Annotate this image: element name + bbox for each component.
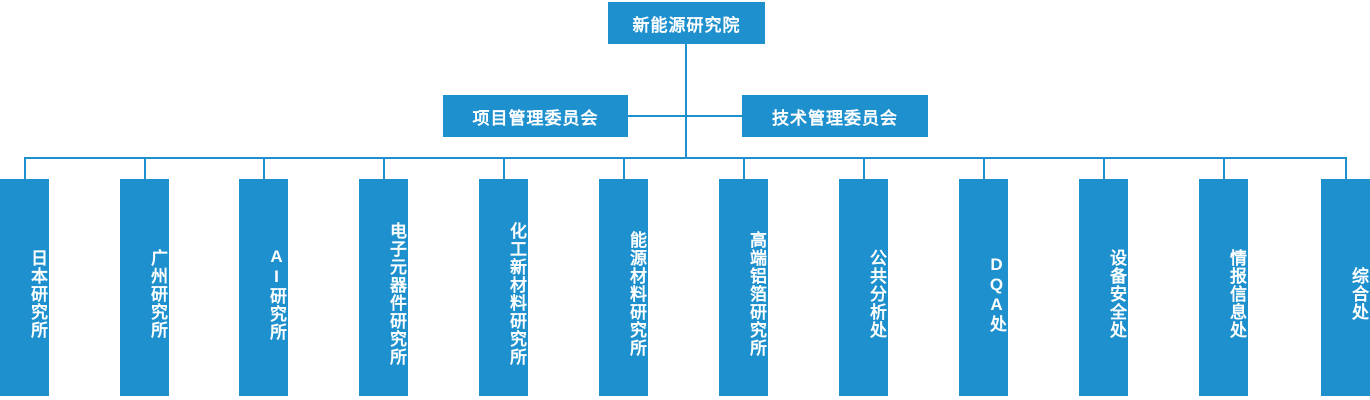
- connector-bottom-bus: [24, 157, 1347, 159]
- connector-drop-11: [1223, 157, 1225, 179]
- node-unit-label: 设备安全处: [1107, 248, 1126, 339]
- connector-drop-10: [1103, 157, 1105, 179]
- node-unit-label: 广州研究所: [148, 248, 167, 339]
- node-unit-label: 日本研究所: [28, 248, 47, 339]
- node-unit-public-analysis-department[interactable]: 公共分析处: [839, 179, 888, 396]
- node-committee-label: 项目管理委员会: [472, 108, 599, 128]
- node-unit-intelligence-information-department[interactable]: 情报信息处: [1199, 179, 1248, 396]
- node-unit-label: DQA处: [987, 254, 1006, 333]
- connector-drop-1: [24, 157, 26, 179]
- connector-root-trunk: [685, 44, 687, 159]
- connector-drop-7: [743, 157, 745, 179]
- node-unit-label: 化工新材料研究所: [507, 221, 526, 366]
- node-committee-technical-management[interactable]: 技术管理委员会: [742, 95, 928, 137]
- node-unit-chemical-new-materials-research-institute[interactable]: 化工新材料研究所: [479, 179, 528, 396]
- node-unit-label: 电子元器件研究所: [387, 221, 406, 366]
- node-root[interactable]: 新能源研究院: [608, 2, 765, 44]
- connector-drop-2: [144, 157, 146, 179]
- node-unit-ai-research-institute[interactable]: AI研究所: [239, 179, 288, 396]
- node-unit-label: 公共分析处: [867, 248, 886, 339]
- node-committee-project-management[interactable]: 项目管理委员会: [443, 95, 628, 137]
- node-unit-label: 综合处: [1349, 266, 1368, 321]
- node-unit-guangzhou-research-institute[interactable]: 广州研究所: [120, 179, 169, 396]
- connector-drop-3: [263, 157, 265, 179]
- connector-drop-4: [383, 157, 385, 179]
- node-root-label: 新能源研究院: [632, 15, 741, 35]
- connector-drop-6: [623, 157, 625, 179]
- node-unit-energy-materials-research-institute[interactable]: 能源材料研究所: [599, 179, 648, 396]
- connector-drop-5: [503, 157, 505, 179]
- node-unit-label: 情报信息处: [1227, 248, 1246, 339]
- connector-drop-9: [983, 157, 985, 179]
- node-committee-label: 技术管理委员会: [772, 108, 898, 128]
- node-unit-electronic-components-research-institute[interactable]: 电子元器件研究所: [359, 179, 408, 396]
- node-unit-label: 高端铝箔研究所: [747, 230, 766, 357]
- node-unit-japan-research-institute[interactable]: 日本研究所: [0, 179, 49, 396]
- node-unit-high-end-aluminum-foil-research-institute[interactable]: 高端铝箔研究所: [719, 179, 768, 396]
- connector-committee-bar: [628, 115, 742, 117]
- node-unit-general-affairs-department[interactable]: 综合处: [1321, 179, 1370, 396]
- node-unit-label: 能源材料研究所: [627, 230, 646, 357]
- connector-drop-12: [1345, 157, 1347, 179]
- node-unit-equipment-safety-department[interactable]: 设备安全处: [1079, 179, 1128, 396]
- node-unit-label: AI研究所: [267, 246, 286, 341]
- node-unit-dqa-department[interactable]: DQA处: [959, 179, 1008, 396]
- connector-drop-8: [863, 157, 865, 179]
